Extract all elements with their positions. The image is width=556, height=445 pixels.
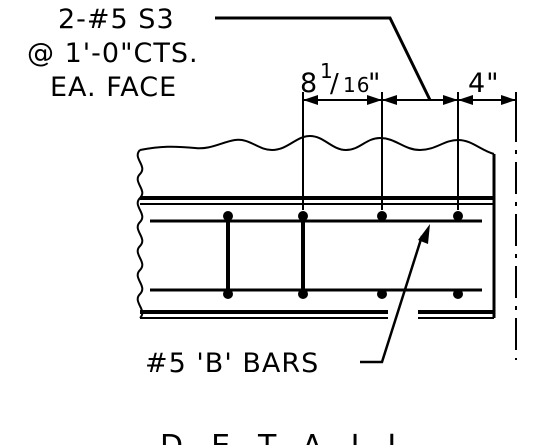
bars-label: #5 'B' BARS	[145, 348, 319, 379]
break-line-left	[136, 149, 144, 319]
dim-arrow	[458, 95, 473, 105]
dim-8-whole: 8	[300, 68, 318, 99]
dim-8-slash: /	[330, 69, 340, 99]
dim-4: 4"	[468, 68, 500, 99]
bars-leader	[360, 235, 424, 364]
rebar-dot	[223, 289, 233, 299]
detail-title: DETAIL	[160, 429, 432, 445]
rebar-dot	[377, 289, 387, 299]
dim-arrow	[367, 95, 382, 105]
callout-line-1: 2-#5 S3	[58, 4, 175, 35]
dim-8-den: 16	[343, 73, 370, 97]
break-line-top	[139, 134, 495, 155]
dim-arrow	[443, 95, 458, 105]
dim-arrow	[501, 95, 516, 105]
rebar-dot	[298, 289, 308, 299]
dim-8-suffix: "	[368, 68, 381, 99]
callout-leader	[215, 16, 432, 101]
dim-arrow	[303, 95, 318, 105]
rebar-dot	[377, 211, 387, 221]
rebar-dot	[298, 211, 308, 221]
callout-line-2: @ 1'-0"CTS.	[27, 38, 199, 69]
rebar-dot	[453, 289, 463, 299]
callout-line-3: EA. FACE	[50, 72, 177, 103]
rebar-dot	[453, 211, 463, 221]
dim-arrow	[382, 95, 397, 105]
rebar-dot	[223, 211, 233, 221]
bars-leader-arrow	[418, 224, 430, 244]
dim-8-num: 1	[320, 59, 334, 83]
